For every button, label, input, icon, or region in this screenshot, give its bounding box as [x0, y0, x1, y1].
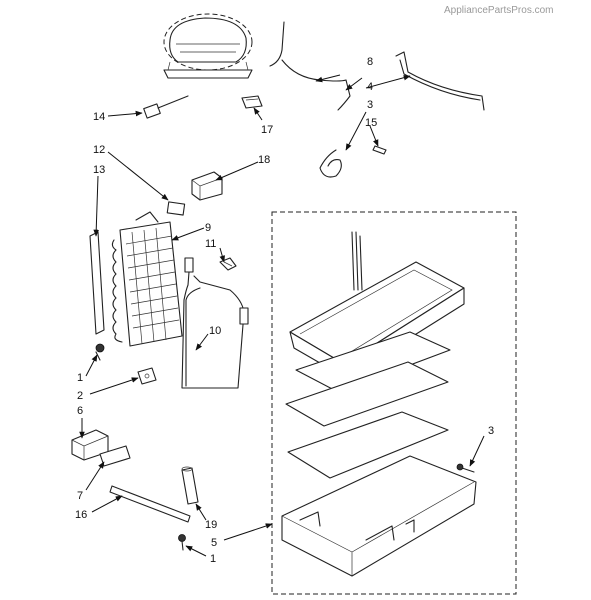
spring-wire-part: [319, 149, 342, 178]
relay-clip-part: [241, 95, 263, 109]
bracket-part: [191, 171, 223, 201]
callout-1-lower: 1: [210, 553, 216, 565]
evaporator-coil-part: [111, 211, 183, 347]
small-clip-part: [372, 145, 387, 155]
callout-5: 5: [211, 537, 217, 549]
callout-9: 9: [205, 222, 211, 234]
callout-14: 14: [93, 111, 105, 123]
callout-16: 16: [75, 509, 87, 521]
watermark-text: AppliancePartsPros.com: [444, 5, 554, 16]
callout-15: 15: [365, 117, 377, 129]
screw-part-lower: [178, 534, 186, 551]
callout-labels: 14 17 8 4 3 15 12 13 18 9 11 10 1 2 6 7 …: [75, 56, 494, 565]
screw-part-upper: [95, 343, 105, 361]
callout-7: 7: [77, 490, 83, 502]
tubing-part: [269, 21, 351, 111]
clip-part: [219, 257, 237, 271]
callout-3-lower: 3: [488, 425, 494, 437]
callout-11: 11: [205, 238, 216, 250]
callout-12: 12: [93, 144, 105, 156]
compressor-part: [163, 13, 253, 79]
label-part: [166, 201, 186, 216]
leader-lines: [79, 74, 485, 557]
callout-18: 18: [258, 154, 270, 166]
callout-2: 2: [77, 390, 83, 402]
callout-1-upper: 1: [77, 372, 83, 384]
callout-10: 10: [209, 325, 221, 337]
heater-loop-part: [181, 257, 249, 389]
connector-plug-part: [143, 95, 189, 119]
tube-sleeve-part: [181, 466, 199, 505]
callout-13: 13: [93, 164, 105, 176]
small-plate-part: [137, 367, 157, 385]
callout-6: 6: [77, 405, 83, 417]
pan-assembly-part: [271, 211, 517, 595]
callout-3-upper: 3: [367, 99, 373, 111]
callout-4: 4: [367, 81, 373, 93]
rod-part: [395, 51, 485, 111]
mounting-strip-part: [89, 231, 105, 335]
bar-part: [109, 485, 191, 523]
callout-8: 8: [367, 56, 373, 68]
callout-19: 19: [205, 519, 217, 531]
callout-17: 17: [261, 124, 273, 136]
